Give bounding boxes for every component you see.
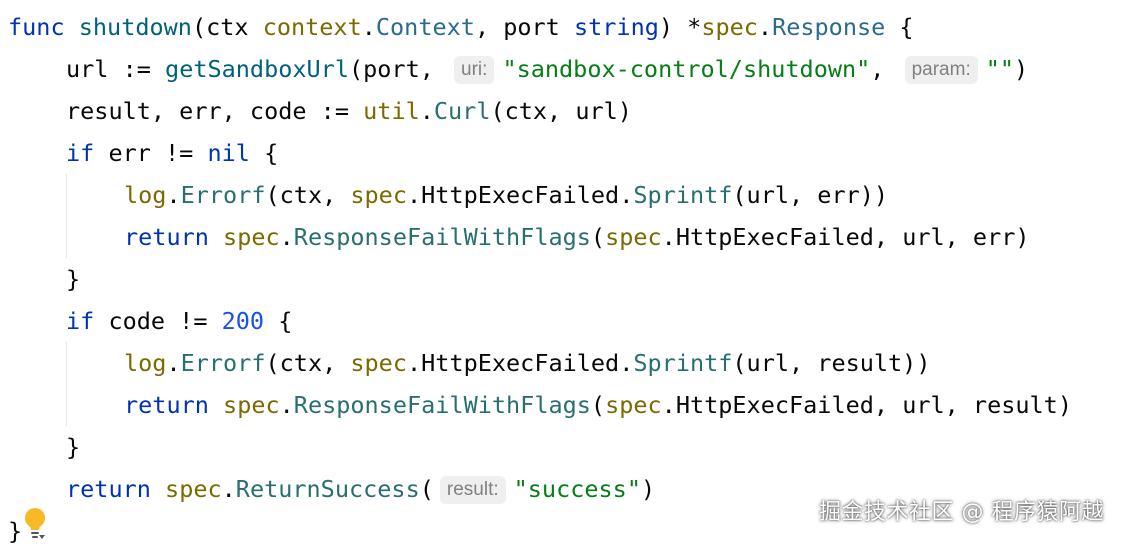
code-text: { [885, 13, 914, 41]
package-spec: spec [605, 391, 662, 419]
code-text: . [419, 97, 434, 125]
code-text: (url, result)) [732, 349, 931, 377]
method-call: ReturnSuccess [235, 475, 420, 503]
keyword-return: return [124, 391, 209, 419]
code-text: err != [94, 139, 208, 167]
code-text: (ctx, [265, 349, 351, 377]
lightbulb-icon-graphic [25, 508, 45, 539]
lightbulb-icon[interactable] [24, 508, 46, 542]
code-text [209, 223, 223, 251]
function-call: getSandboxUrl [165, 55, 349, 83]
code-text: ( [419, 475, 434, 503]
code-text: { [249, 139, 279, 167]
code-line-6[interactable]: return spec.ResponseFailWithFlags(spec.H… [124, 216, 1030, 258]
code-text: } [66, 265, 81, 293]
code-text: (ctx [191, 13, 263, 41]
code-text: . [361, 13, 376, 41]
code-text: , [870, 55, 899, 83]
package-spec: spec [165, 475, 222, 503]
code-line-9[interactable]: log.Errorf(ctx, spec.HttpExecFailed.Spri… [124, 342, 930, 384]
code-line-7[interactable]: } [66, 258, 80, 300]
parameter-hint-param: param: [904, 56, 978, 84]
code-line-10[interactable]: return spec.ResponseFailWithFlags(spec.H… [124, 384, 1072, 426]
code-text: ( [590, 391, 606, 419]
code-line-8[interactable]: if code != 200 { [66, 300, 292, 342]
code-text: } [8, 517, 23, 545]
code-text: . [166, 349, 181, 377]
string-literal: "success" [513, 475, 641, 503]
code-text [151, 475, 165, 503]
code-line-1[interactable]: func shutdown(ctx context.Context, port … [8, 6, 914, 48]
code-text: url := [66, 55, 166, 83]
code-line-11[interactable]: } [66, 426, 80, 468]
keyword-nil: nil [207, 139, 250, 167]
code-text: .HttpExecFailed, url, result) [661, 391, 1072, 419]
indent-guide [66, 174, 67, 258]
code-text: { [264, 307, 293, 335]
method-call: Sprintf [633, 349, 733, 377]
keyword-if: if [66, 307, 95, 335]
code-text: ) * [658, 13, 702, 41]
code-line-12[interactable]: return spec.ReturnSuccess(result:"succes… [66, 468, 655, 510]
code-line-2[interactable]: url := getSandboxUrl(port, uri:"sandbox-… [66, 48, 1028, 90]
package-util: util [363, 97, 420, 125]
indent-guide [66, 342, 67, 426]
method-call: ResponseFailWithFlags [293, 391, 591, 419]
code-line-13[interactable]: } [8, 510, 22, 552]
package-spec: spec [350, 181, 407, 209]
code-text: . [757, 13, 773, 41]
keyword-string: string [573, 13, 659, 41]
type-context: Context [375, 13, 475, 41]
method-call: Sprintf [633, 181, 733, 209]
code-text: ( [590, 223, 606, 251]
parameter-hint-result: result: [439, 476, 506, 504]
code-text: . [221, 475, 236, 503]
method-call: Errorf [180, 181, 266, 209]
package-spec: spec [605, 223, 662, 251]
code-text: (ctx, [265, 181, 351, 209]
code-text: ) [1014, 55, 1029, 83]
code-text: result, err, code := [66, 97, 364, 125]
code-text: code != [94, 307, 222, 335]
keyword-return: return [66, 475, 151, 503]
package-spec: spec [223, 391, 280, 419]
function-name: shutdown [78, 13, 192, 41]
keyword-if: if [66, 139, 95, 167]
type-response: Response [772, 13, 886, 41]
package-log: log [124, 349, 167, 377]
code-line-4[interactable]: if err != nil { [66, 132, 278, 174]
code-line-5[interactable]: log.Errorf(ctx, spec.HttpExecFailed.Spri… [124, 174, 888, 216]
string-literal: "sandbox-control/shutdown" [502, 55, 871, 83]
package-log: log [124, 181, 167, 209]
code-text: . [166, 181, 181, 209]
code-text: . [279, 391, 294, 419]
code-text: .HttpExecFailed. [406, 181, 634, 209]
code-text: ) [640, 475, 656, 503]
code-line-3[interactable]: result, err, code := util.Curl(ctx, url) [66, 90, 632, 132]
code-text: .HttpExecFailed, url, err) [661, 223, 1030, 251]
method-call: Curl [433, 97, 491, 125]
code-text: (ctx, url) [490, 97, 632, 125]
package-spec: spec [701, 13, 758, 41]
code-text: .HttpExecFailed. [406, 349, 634, 377]
code-text: (url, err)) [732, 181, 889, 209]
code-text [209, 391, 223, 419]
method-call: Errorf [180, 349, 266, 377]
watermark: 掘金技术社区 @ 程序猿阿越 [819, 500, 1104, 525]
code-text: (port, [348, 55, 449, 83]
keyword-return: return [124, 223, 209, 251]
code-text: . [279, 223, 294, 251]
string-literal: "" [985, 55, 1015, 83]
keyword-func: func [8, 13, 65, 41]
package-context: context [262, 13, 362, 41]
package-spec: spec [223, 223, 280, 251]
parameter-hint-uri: uri: [454, 56, 495, 84]
code-text: , port [474, 13, 574, 41]
code-text: } [66, 433, 81, 461]
method-call: ResponseFailWithFlags [293, 223, 591, 251]
number-literal: 200 [221, 307, 265, 335]
package-spec: spec [350, 349, 407, 377]
